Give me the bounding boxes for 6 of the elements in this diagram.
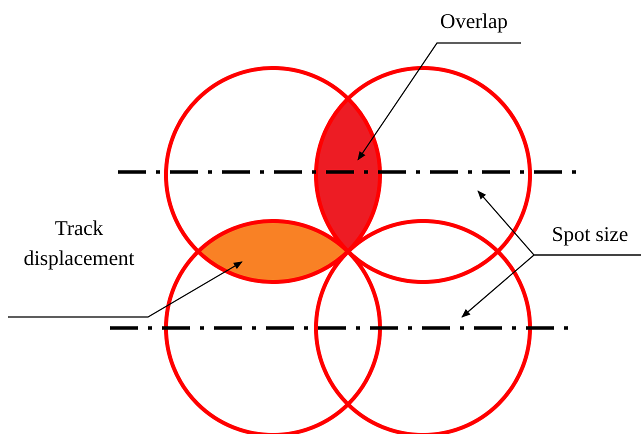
callout-label: Overlap [440,9,508,33]
callout-label: Track displacement [24,216,134,270]
leader-line [461,254,641,318]
callout-label: Spot size [552,222,628,246]
leader-line [8,261,243,318]
leader-line [357,42,521,161]
